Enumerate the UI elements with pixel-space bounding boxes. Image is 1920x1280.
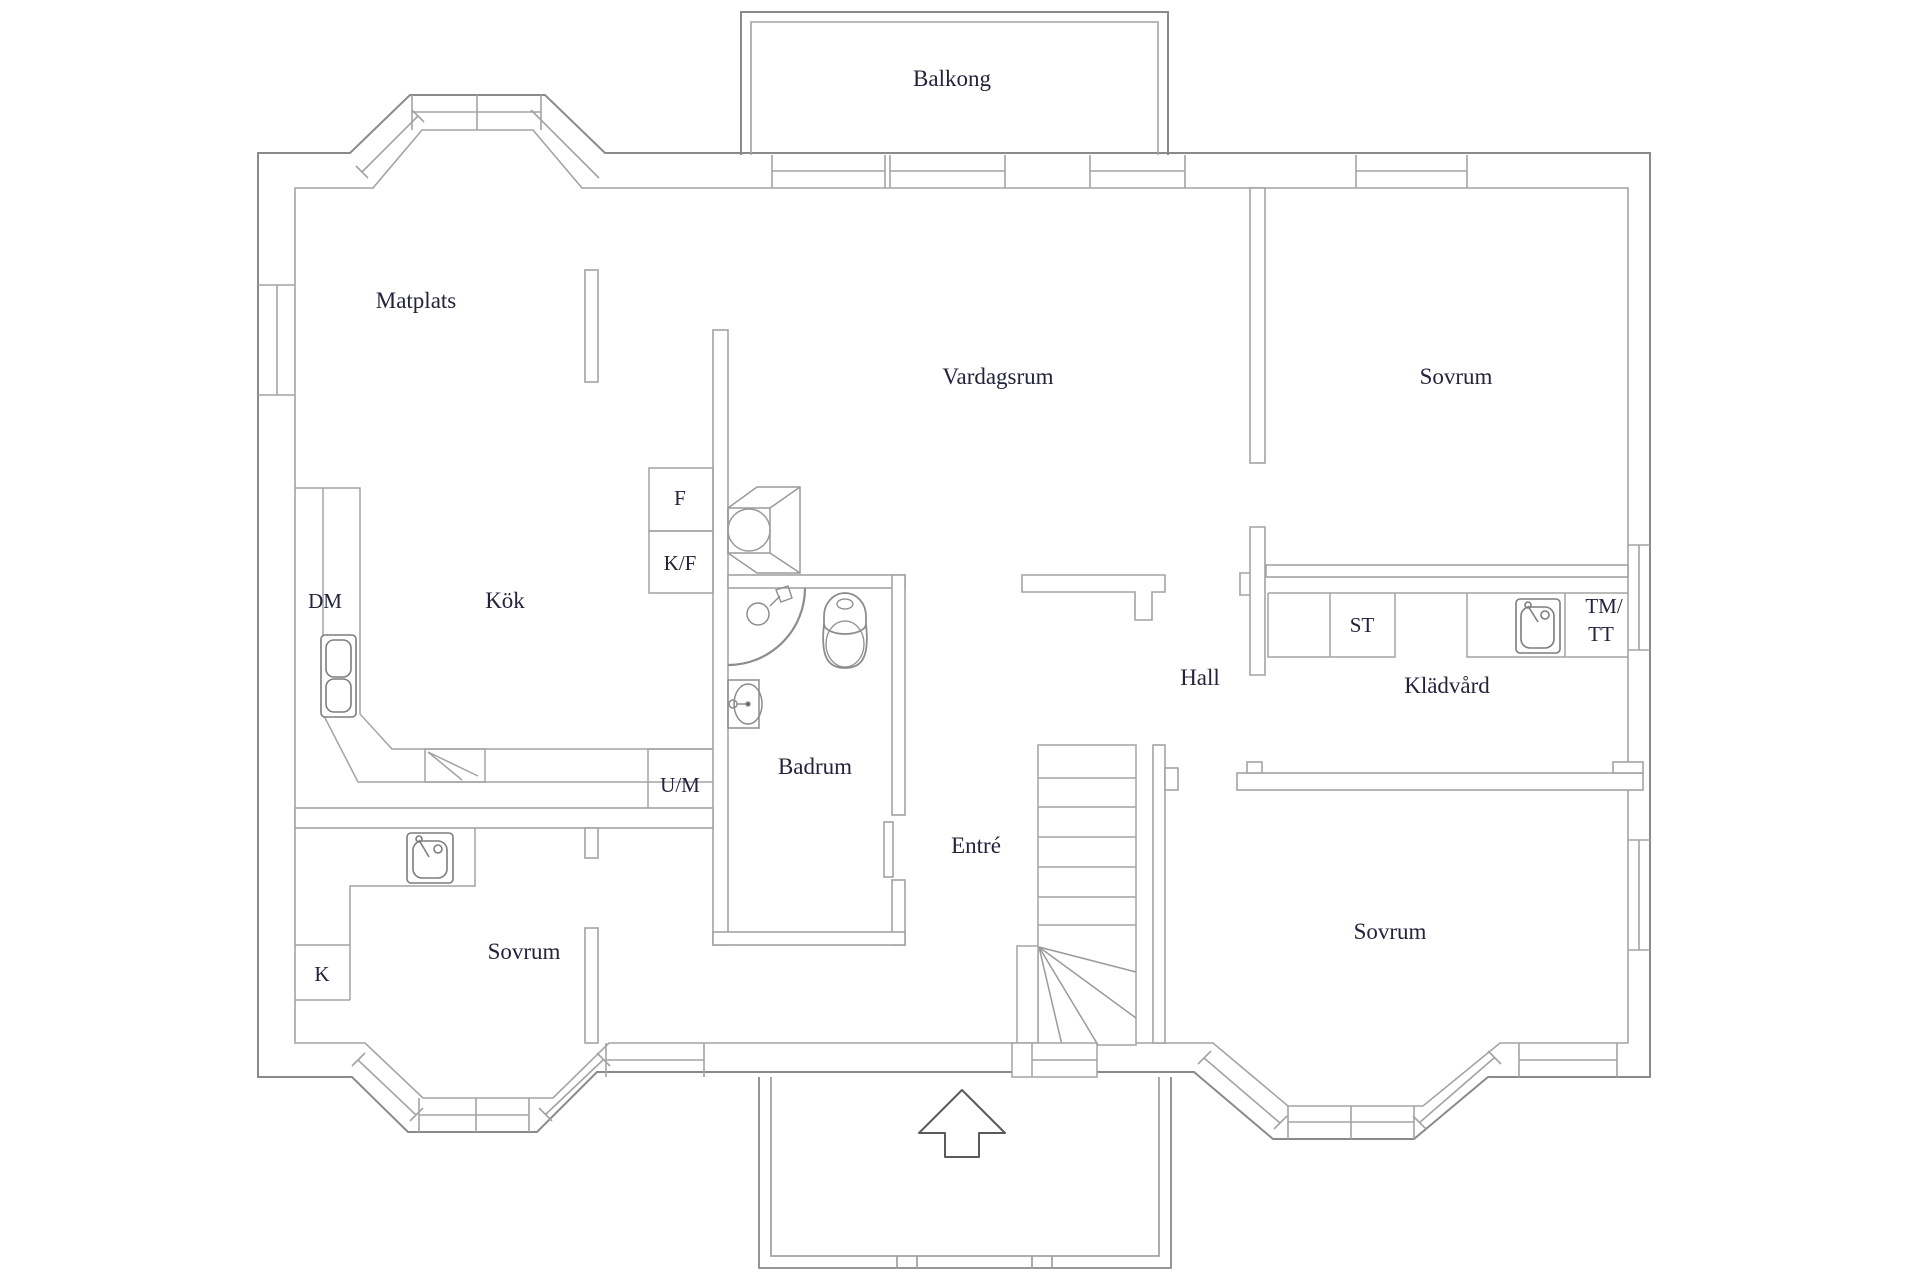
label-closet: ST: [1350, 613, 1375, 637]
stove-icon: [424, 748, 486, 783]
wall-bathroom-right-upper: [891, 574, 906, 816]
label-laundry: Klädvård: [1404, 673, 1490, 698]
label-dining: Matplats: [376, 288, 457, 313]
wall-dining-living-stub: [584, 269, 599, 383]
wall-hall-laundry: [1239, 526, 1266, 676]
fireplace-icon: [727, 486, 801, 574]
wall-bathroom-bottom: [712, 931, 906, 946]
entry-arrow-icon: [918, 1089, 1006, 1158]
label-balcony: Balkong: [913, 66, 991, 91]
interior-walls: [294, 187, 1644, 1044]
label-bedroom-se: Sovrum: [1354, 919, 1427, 944]
wall-stair-right: [1152, 744, 1166, 1044]
label-washer-line1: TM/: [1585, 594, 1623, 618]
entry-porch: [758, 1077, 1172, 1269]
wall-stair-notch: [1164, 767, 1179, 791]
label-entrance: Entré: [951, 833, 1001, 858]
entry-steps: [1011, 1042, 1098, 1078]
windows: [258, 95, 1650, 1139]
kitchen-sink-icon: [320, 634, 357, 718]
label-washer-line2: TT: [1588, 622, 1614, 646]
wall-bathroom-top: [727, 574, 906, 589]
laundry-sink-icon: [1515, 598, 1561, 654]
label-fridge: F: [674, 486, 686, 510]
label-bedroom-sw: Sovrum: [488, 939, 561, 964]
toilet-icon: [822, 592, 868, 669]
fridge-cabinets: [648, 467, 714, 594]
bathroom-door-leaf: [883, 821, 894, 878]
label-um: U/M: [660, 773, 700, 797]
wall-bump-left: [1246, 761, 1263, 774]
bedroom-sink-icon: [406, 832, 454, 884]
kitchen-counter: [295, 487, 713, 808]
room-labels: Balkong Matplats Vardagsrum Sovrum Kök D…: [308, 66, 1623, 986]
wall-bedroom-sw-right-upper: [584, 827, 599, 859]
wall-bedroom-se-north: [1236, 772, 1644, 791]
label-hall: Hall: [1180, 665, 1220, 690]
label-living: Vardagsrum: [942, 364, 1053, 389]
wall-bedroom-sw-right-lower: [584, 927, 599, 1044]
fridge-freezer-box: [648, 530, 714, 594]
label-kitchen: Kök: [485, 588, 525, 613]
staircase: [1011, 744, 1137, 1078]
label-bathroom: Badrum: [778, 754, 852, 779]
wall-living-south: [1021, 574, 1166, 621]
label-dishwasher: DM: [308, 589, 342, 613]
shower-icon: [727, 585, 807, 667]
wall-hall-bedroom-ne: [1249, 187, 1266, 464]
label-bedroom-ne: Sovrum: [1420, 364, 1493, 389]
wall-kitchen-south: [294, 807, 714, 829]
balcony: [740, 11, 1169, 155]
um-cabinet: [647, 748, 713, 808]
wall-kitchen-living: [712, 329, 729, 946]
bathroom-fixtures: [727, 585, 868, 729]
exterior-walls: [257, 94, 1651, 1140]
label-fridge-freezer: K/F: [664, 551, 697, 575]
wall-bedroom-ne-south: [1265, 564, 1629, 578]
label-cabinet-k: K: [314, 962, 329, 986]
washbasin-icon: [727, 679, 763, 729]
wall-bump-right: [1612, 761, 1644, 774]
bedroom-sw-counter: [295, 828, 476, 1001]
laundry-cabinets: [1267, 592, 1628, 658]
